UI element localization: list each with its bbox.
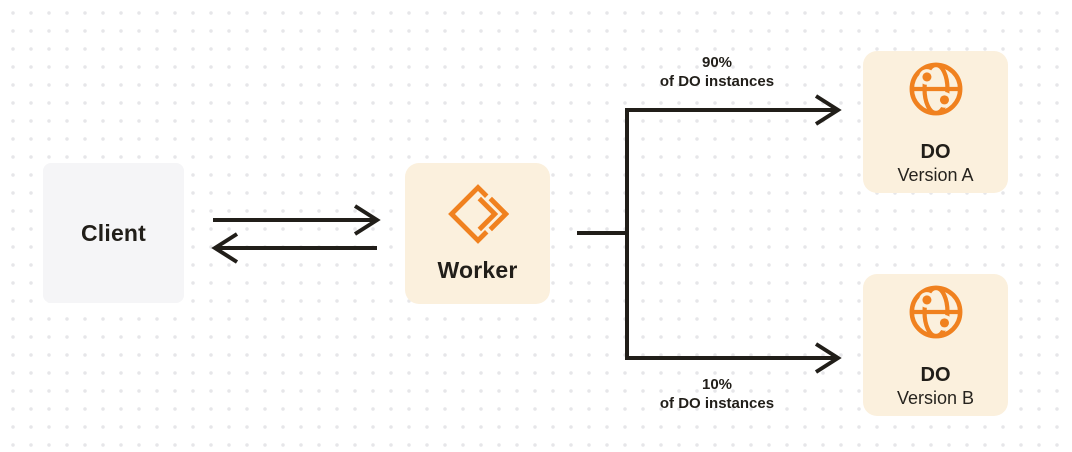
do-a-subtitle: Version A — [897, 165, 974, 185]
client-to-worker-arrow — [213, 204, 381, 236]
edge-label-90-percent: 90% of DO instances — [597, 53, 837, 91]
do-version-b-node: DO Version B — [863, 274, 1008, 416]
edge-label-10-line2: of DO instances — [659, 395, 775, 412]
arrowhead-to-do-a — [814, 94, 842, 126]
client-node: Client — [43, 163, 184, 303]
edge-label-90-line2: of DO instances — [659, 73, 775, 90]
do-version-a-node: DO Version A — [863, 51, 1008, 193]
arrowhead-to-do-b — [814, 342, 842, 374]
edge-label-90-line1: 90% — [701, 54, 733, 71]
edge-label-10-line1: 10% — [701, 376, 733, 393]
durable-object-globe-icon — [909, 62, 962, 116]
durable-object-globe-icon — [909, 285, 962, 339]
edge-label-10-percent: 10% of DO instances — [597, 375, 837, 413]
worker-node: Worker — [405, 163, 550, 304]
do-a-title: DO — [920, 141, 951, 163]
do-b-title: DO — [920, 364, 951, 386]
workers-icon — [447, 184, 509, 244]
worker-to-client-arrow — [211, 232, 377, 264]
do-b-subtitle: Version B — [896, 388, 975, 408]
worker-branch-connector — [577, 108, 836, 360]
client-label: Client — [80, 219, 147, 246]
worker-label: Worker — [437, 257, 518, 283]
